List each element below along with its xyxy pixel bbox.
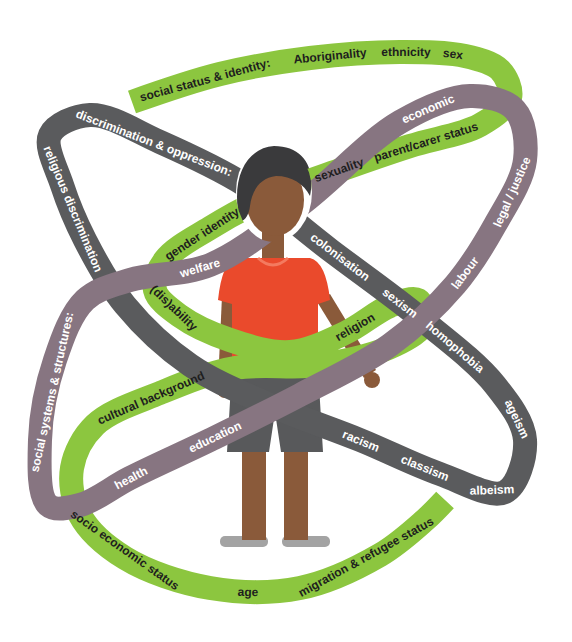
ribbon-label: colonisation xyxy=(306,229,372,284)
ribbon-label: discrimination & oppression: xyxy=(73,107,235,180)
ribbon-label: migration & refugee status xyxy=(295,513,437,599)
hand xyxy=(364,372,380,388)
ribbon-label: albeism xyxy=(468,482,515,498)
collar xyxy=(258,258,288,265)
ribbon-label: cultural background xyxy=(94,368,207,428)
ribbon-label: religious discrimination xyxy=(40,142,106,274)
ribbon-label: sex xyxy=(441,46,465,63)
ribbon-label: age xyxy=(237,584,260,599)
ribbon-label: homophobia xyxy=(422,317,487,376)
ribbon-label: social status & identity: xyxy=(137,55,273,104)
leg xyxy=(284,446,308,540)
ribbon-path xyxy=(40,96,526,509)
leg xyxy=(242,446,266,540)
ribbon-label: ethnicity xyxy=(380,45,431,59)
ribbon-label: socio economic status xyxy=(67,506,182,593)
